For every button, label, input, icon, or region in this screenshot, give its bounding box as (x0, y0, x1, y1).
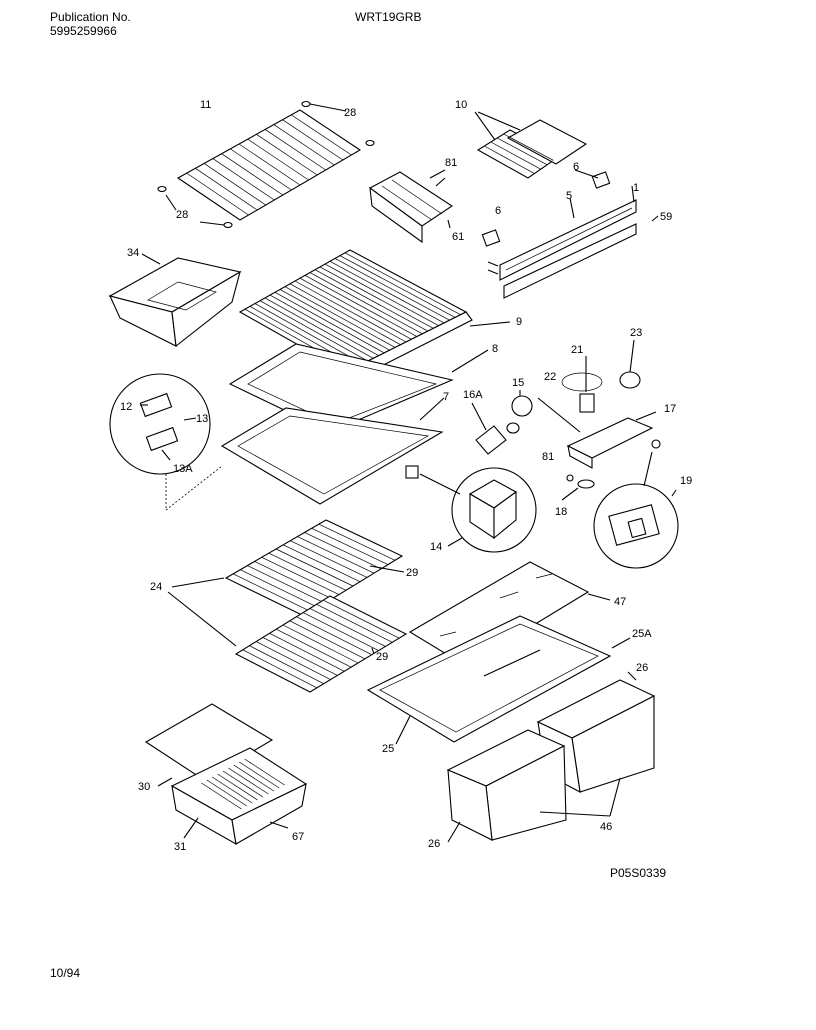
callout-6-right: 6 (573, 161, 579, 173)
callout-9: 9 (516, 316, 522, 328)
callout-17: 17 (664, 403, 676, 415)
ice-trays (474, 111, 588, 179)
callout-24: 24 (150, 581, 162, 593)
callout-14: 14 (430, 541, 442, 553)
meat-drawer-cover (144, 703, 274, 781)
wire-shelf-29-upper (224, 519, 405, 617)
ice-rack (368, 169, 453, 244)
callout-18: 18 (555, 506, 567, 518)
callout-25A: 25A (632, 628, 652, 640)
model-number: WRT19GRB (355, 10, 422, 24)
callout-59: 59 (660, 211, 672, 223)
crisper-bin-small (108, 253, 242, 348)
callout-29-lower: 29 (376, 651, 388, 663)
callout-34: 34 (127, 247, 139, 259)
callout-13: 13 (196, 413, 208, 425)
callout-10: 10 (455, 99, 467, 111)
date-code: 10/94 (50, 966, 81, 980)
callout-26-left: 26 (428, 838, 440, 850)
shelf-frame-7 (220, 397, 445, 505)
callout-5: 5 (566, 190, 572, 202)
callout-11: 11 (200, 99, 211, 111)
publication-block: Publication No. 5995259966 (50, 10, 131, 38)
callout-67: 67 (292, 831, 304, 843)
diagram-code: P05S0339 (610, 866, 667, 880)
callout-29-upper: 29 (406, 567, 418, 579)
callout-81-mid: 81 (542, 451, 554, 463)
callout-15: 15 (512, 377, 524, 389)
callout-46: 46 (600, 821, 612, 833)
callout-31: 31 (174, 841, 186, 853)
wire-shelf-29-lower (234, 595, 408, 693)
callout-21: 21 (571, 344, 583, 356)
wire-shelf-top (157, 100, 375, 229)
callout-61: 61 (452, 231, 464, 243)
shelf-rail (481, 169, 659, 299)
callout-81-top: 81 (445, 157, 457, 169)
control-parts (471, 339, 661, 501)
callout-23: 23 (630, 327, 642, 339)
callout-12: 12 (120, 401, 132, 413)
callout-28-bottom: 28 (176, 209, 188, 221)
publication-label: Publication No. (50, 10, 131, 24)
publication-number: 5995259966 (50, 24, 117, 38)
callout-7: 7 (443, 391, 449, 403)
callout-8: 8 (492, 343, 498, 355)
callout-25: 25 (382, 743, 394, 755)
callout-6-left: 6 (495, 205, 501, 217)
meat-drawer (157, 747, 308, 846)
callout-19: 19 (680, 475, 692, 487)
callout-labels: 11 28 28 10 81 61 6 6 5 1 59 34 9 8 23 2… (120, 99, 692, 853)
callout-16A: 16A (463, 389, 483, 401)
callout-1: 1 (633, 182, 639, 194)
callout-47: 47 (614, 596, 626, 608)
callout-13A: 13A (173, 463, 193, 475)
detail-circle-lamp-housing (405, 465, 537, 553)
callout-22: 22 (544, 371, 556, 383)
callout-26-right: 26 (636, 662, 648, 674)
callout-28-top: 28 (344, 107, 356, 119)
detail-circle-switch (593, 451, 679, 569)
callout-30: 30 (138, 781, 150, 793)
crisper-frame (366, 615, 631, 745)
crisper-drawer-left (446, 729, 567, 843)
detail-circle-brackets (109, 373, 223, 511)
